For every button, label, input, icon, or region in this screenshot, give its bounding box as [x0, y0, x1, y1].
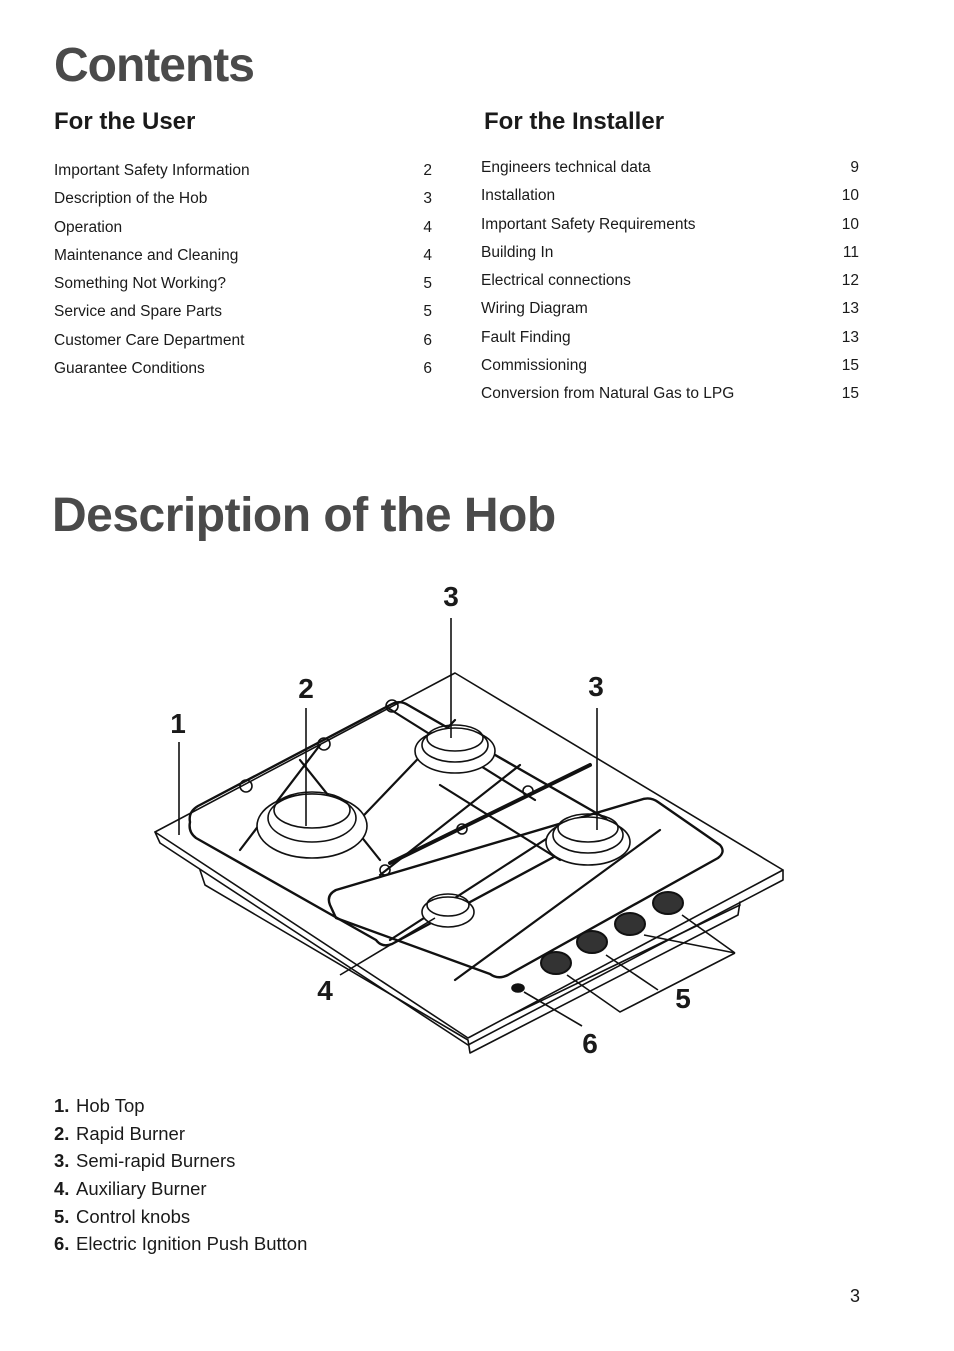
legend-number: 3.: [54, 1150, 70, 1172]
installer-toc-list: Engineers technical data 9 Installation 10…: [481, 158, 859, 413]
toc-entry[interactable]: Something Not Working? 5: [54, 274, 432, 302]
leader-line-6: [523, 991, 583, 1027]
toc-label: Important Safety Requirements: [481, 215, 696, 233]
toc-page: 3: [423, 190, 432, 208]
legend-label: Rapid Burner: [76, 1122, 186, 1144]
toc-label: Engineers technical data: [481, 159, 651, 176]
legend-item: 6. Electric Ignition Push Button: [54, 1232, 307, 1260]
semi-rapid-burner-right: [545, 813, 631, 866]
legend-item: 1. Hob Top: [54, 1094, 307, 1122]
contents-title: Contents: [54, 39, 255, 92]
callout-6: 6: [582, 1028, 598, 1059]
user-section-title: For the User: [54, 108, 196, 135]
toc-label: Fault Finding: [481, 328, 571, 346]
toc-page: 4: [423, 218, 432, 236]
callout-4: 4: [317, 975, 333, 1006]
legend-label: Auxiliary Burner: [76, 1178, 207, 1200]
toc-label: Service and Spare Parts: [54, 303, 223, 321]
toc-label: Customer Care Department: [54, 331, 245, 349]
page-number: 3: [850, 1286, 861, 1306]
callout-2: 2: [298, 673, 314, 704]
toc-label: Important Safety Information: [54, 162, 250, 179]
leader-line-4: [339, 917, 436, 976]
toc-page: 5: [423, 275, 432, 293]
toc-page: 5: [423, 303, 432, 321]
leader-lines-5: [566, 914, 736, 1013]
toc-page: 15: [841, 385, 859, 403]
toc-label: Conversion from Natural Gas to LPG: [481, 385, 735, 403]
toc-page: 4: [423, 246, 432, 264]
toc-page: 2: [423, 162, 432, 179]
toc-entry[interactable]: Building In 11: [481, 243, 859, 271]
legend-item: 2. Rapid Burner: [54, 1122, 307, 1150]
legend-item: 3. Semi-rapid Burners: [54, 1149, 307, 1177]
auxiliary-burner: [421, 893, 475, 928]
legend-number: 5.: [54, 1205, 70, 1227]
toc-entry[interactable]: Installation 10: [481, 186, 859, 214]
ignition-button: [511, 983, 525, 993]
legend-number: 4.: [54, 1178, 70, 1200]
toc-page: 13: [841, 300, 859, 318]
legend-number: 2.: [54, 1122, 70, 1144]
toc-page: 15: [841, 357, 859, 375]
hob-body: [199, 869, 741, 1054]
toc-entry[interactable]: Description of the Hob 3: [54, 189, 432, 217]
toc-label: Guarantee Conditions: [54, 360, 205, 378]
callout-3-rear: 3: [443, 581, 459, 612]
semi-rapid-burner-rear: [414, 724, 496, 774]
toc-entry[interactable]: Customer Care Department 6: [54, 331, 432, 359]
component-legend: 1. Hob Top 2. Rapid Burner 3. Semi-rapid Bu…: [54, 1094, 307, 1260]
toc-entry[interactable]: Maintenance and Cleaning 4: [54, 246, 432, 274]
legend-item: 5. Control knobs: [54, 1205, 307, 1233]
toc-label: Commissioning: [481, 357, 587, 375]
user-toc-list: Important Safety Information 2 Descriptio…: [54, 161, 432, 387]
description-title: Description of the Hob: [52, 489, 556, 542]
toc-label: Electrical connections: [481, 272, 631, 290]
legend-label: Hob Top: [76, 1095, 145, 1116]
toc-label: Description of the Hob: [54, 190, 208, 208]
toc-label: Maintenance and Cleaning: [54, 246, 239, 264]
toc-label: Operation: [54, 218, 123, 236]
toc-entry[interactable]: Guarantee Conditions 6: [54, 359, 432, 387]
toc-entry[interactable]: Commissioning 15: [481, 356, 859, 384]
installer-section-title: For the Installer: [484, 108, 665, 135]
toc-page: 13: [841, 328, 859, 346]
toc-page: 9: [850, 159, 859, 176]
toc-page: 6: [423, 331, 432, 349]
toc-entry[interactable]: Fault Finding 13: [481, 328, 859, 356]
legend-number: 1.: [54, 1095, 70, 1116]
toc-entry[interactable]: Wiring Diagram 13: [481, 299, 859, 327]
legend-item: 4. Auxiliary Burner: [54, 1177, 307, 1205]
toc-entry[interactable]: Service and Spare Parts 5: [54, 302, 432, 330]
control-knobs: [540, 891, 684, 975]
toc-entry[interactable]: Important Safety Requirements 10: [481, 215, 859, 243]
callout-1: 1: [170, 708, 186, 739]
toc-label: Something Not Working?: [54, 275, 227, 293]
toc-page: 12: [841, 272, 859, 290]
toc-page: 10: [841, 215, 859, 233]
legend-label: Electric Ignition Push Button: [76, 1233, 308, 1255]
toc-entry[interactable]: Important Safety Information 2: [54, 161, 432, 189]
callout-5: 5: [675, 983, 691, 1014]
toc-label: Wiring Diagram: [481, 300, 588, 318]
rapid-burner: [256, 791, 368, 859]
toc-page: 6: [423, 360, 432, 378]
toc-entry[interactable]: Electrical connections 12: [481, 271, 859, 299]
toc-page: 10: [841, 187, 859, 205]
hob-diagram: 1 2 3 3 4 5 6: [154, 581, 784, 1059]
callout-3-right: 3: [588, 671, 604, 702]
toc-entry[interactable]: Operation 4: [54, 218, 432, 246]
pan-support-right: [327, 797, 724, 979]
legend-label: Control knobs: [76, 1205, 191, 1227]
legend-number: 6.: [54, 1233, 70, 1255]
toc-label: Building In: [481, 243, 554, 261]
legend-label: Semi-rapid Burners: [76, 1150, 236, 1172]
toc-entry[interactable]: Engineers technical data 9: [481, 158, 859, 186]
toc-entry[interactable]: Conversion from Natural Gas to LPG 15: [481, 384, 859, 412]
toc-page: 11: [842, 243, 859, 261]
toc-label: Installation: [481, 187, 556, 205]
